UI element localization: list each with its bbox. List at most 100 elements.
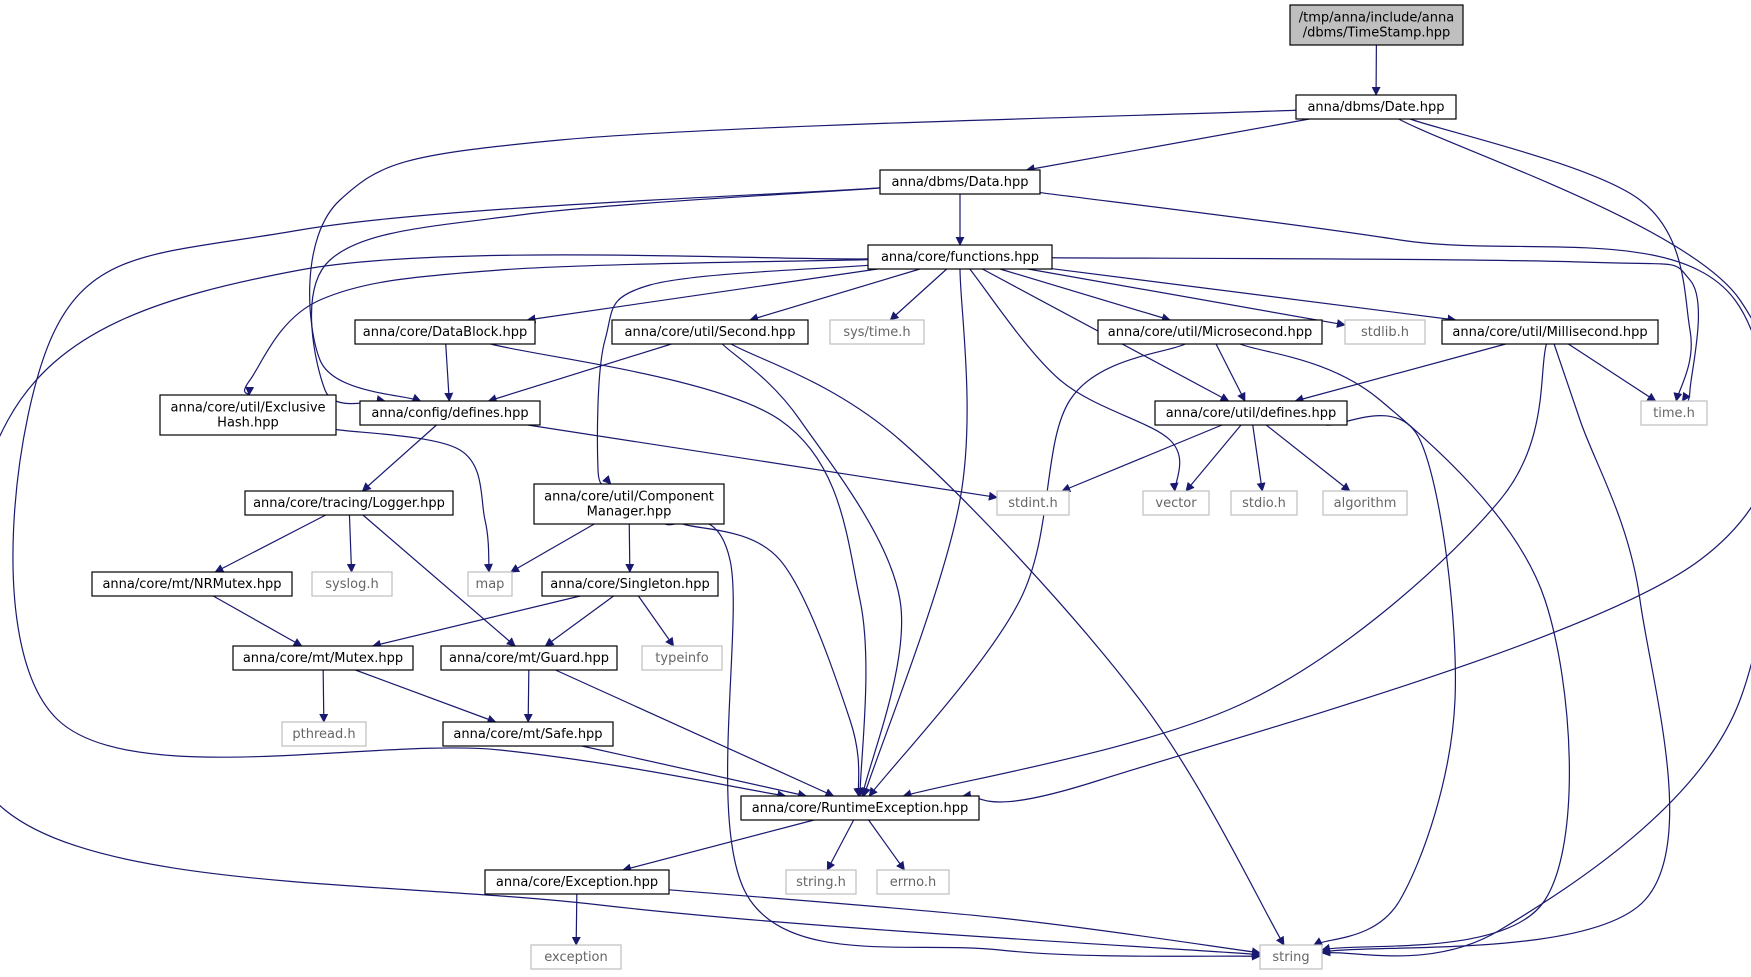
node-box bbox=[879, 169, 1041, 195]
edge-date-to-data bbox=[1025, 118, 1310, 173]
node-box bbox=[440, 645, 618, 671]
node-label: anna/dbms/Date.hpp bbox=[1307, 100, 1444, 115]
node-label: vector bbox=[1155, 496, 1197, 511]
node-box bbox=[91, 571, 293, 597]
node-box bbox=[1295, 94, 1457, 120]
node-box bbox=[311, 571, 393, 597]
edge-data-to-configdefines bbox=[310, 187, 881, 405]
edge-exclusivehash-to-map bbox=[335, 428, 493, 573]
node-label: exception bbox=[544, 950, 608, 965]
node-label: anna/core/mt/Mutex.hpp bbox=[243, 651, 403, 666]
edge-singleton-to-guard bbox=[544, 595, 614, 647]
node-box bbox=[442, 721, 614, 747]
edge-utildefines-to-algorithm bbox=[1265, 424, 1351, 492]
node-configdefines[interactable]: anna/config/defines.hpp bbox=[359, 400, 541, 426]
node-box bbox=[1230, 490, 1298, 516]
node-safe[interactable]: anna/core/mt/Safe.hpp bbox=[442, 721, 614, 747]
edge-microsecond-to-utildefines bbox=[1215, 343, 1246, 402]
node-data[interactable]: anna/dbms/Data.hpp bbox=[879, 169, 1041, 195]
edge-compmgr-to-runtimeexc bbox=[682, 523, 863, 797]
node-runtimeexc[interactable]: anna/core/RuntimeException.hpp bbox=[740, 795, 980, 821]
node-box bbox=[232, 645, 414, 671]
edge-millisecond-to-string bbox=[1321, 343, 1671, 956]
edge-logger-to-guard bbox=[362, 514, 516, 647]
node-box bbox=[996, 490, 1070, 516]
node-label: anna/core/util/Second.hpp bbox=[625, 325, 796, 340]
node-label: time.h bbox=[1653, 406, 1695, 421]
node-label: stdint.h bbox=[1008, 496, 1057, 511]
node-utildefines[interactable]: anna/core/util/defines.hpp bbox=[1154, 400, 1348, 426]
node-stringh: string.h bbox=[785, 869, 857, 895]
edge-functions-to-datablock bbox=[526, 268, 878, 324]
edge-functions-to-vector bbox=[969, 268, 1181, 492]
edge-mutex-to-safe bbox=[355, 669, 497, 724]
node-box bbox=[876, 869, 950, 895]
edge-second-to-string bbox=[730, 343, 1285, 946]
node-label: anna/core/tracing/Logger.hpp bbox=[253, 496, 445, 511]
edge-safe-to-runtimeexc bbox=[581, 745, 808, 799]
node-map: map bbox=[467, 571, 513, 597]
node-label: map bbox=[476, 577, 505, 592]
edge-guard-to-safe bbox=[523, 669, 533, 723]
edge-millisecond-to-runtimeexc bbox=[902, 343, 1548, 799]
node-microsecond[interactable]: anna/core/util/Microsecond.hpp bbox=[1097, 319, 1323, 345]
edge-datablock-to-runtimeexc bbox=[490, 343, 867, 797]
node-box bbox=[740, 795, 980, 821]
edge-utildefines-to-stdint bbox=[1061, 424, 1223, 493]
node-exception[interactable]: anna/core/Exception.hpp bbox=[484, 869, 670, 895]
node-box bbox=[159, 394, 337, 436]
node-label: anna/core/RuntimeException.hpp bbox=[752, 801, 968, 816]
node-box bbox=[829, 319, 925, 345]
edge-exception-to-string bbox=[668, 889, 1261, 957]
node-box bbox=[611, 319, 809, 345]
node-millisecond[interactable]: anna/core/util/Millisecond.hpp bbox=[1441, 319, 1659, 345]
node-label: typeinfo bbox=[655, 651, 708, 666]
edge-logger-to-nrmutex bbox=[214, 514, 327, 573]
node-label: anna/dbms/Data.hpp bbox=[891, 175, 1028, 190]
edge-compmgr-to-map bbox=[510, 523, 595, 573]
node-label: anna/core/DataBlock.hpp bbox=[363, 325, 527, 340]
node-box bbox=[1441, 319, 1659, 345]
node-second[interactable]: anna/core/util/Second.hpp bbox=[611, 319, 809, 345]
edge-runtimeexc-to-exception bbox=[622, 819, 815, 873]
node-box bbox=[484, 869, 670, 895]
edge-utildefines-to-vector bbox=[1185, 424, 1242, 492]
edge-date-to-timeh bbox=[1409, 118, 1692, 402]
node-syslog: syslog.h bbox=[311, 571, 393, 597]
node-stdint: stdint.h bbox=[996, 490, 1070, 516]
node-label: algorithm bbox=[1334, 496, 1397, 511]
edge-functions-to-microsecond bbox=[999, 268, 1171, 322]
node-guard[interactable]: anna/core/mt/Guard.hpp bbox=[440, 645, 618, 671]
edge-millisecond-to-utildefines bbox=[1294, 343, 1506, 404]
node-datablock[interactable]: anna/core/DataBlock.hpp bbox=[354, 319, 536, 345]
node-date[interactable]: anna/dbms/Date.hpp bbox=[1295, 94, 1457, 120]
node-exceptionstd: exception bbox=[530, 944, 622, 970]
edge-logger-to-syslog bbox=[346, 514, 356, 573]
node-singleton[interactable]: anna/core/Singleton.hpp bbox=[541, 571, 719, 597]
node-box bbox=[359, 400, 541, 426]
edge-runtimeexc-to-stringh bbox=[826, 819, 855, 871]
edge-functions-to-stdlib bbox=[1027, 268, 1346, 328]
node-mutex[interactable]: anna/core/mt/Mutex.hpp bbox=[232, 645, 414, 671]
node-algorithm: algorithm bbox=[1322, 490, 1408, 516]
edge-functions-to-millisecond bbox=[1051, 268, 1457, 324]
node-label: anna/core/util/defines.hpp bbox=[1166, 406, 1337, 421]
edge-singleton-to-typeinfo bbox=[637, 595, 675, 647]
node-label: stdlib.h bbox=[1361, 325, 1409, 340]
edge-nrmutex-to-mutex bbox=[212, 595, 303, 647]
edge-second-to-runtimeexc bbox=[721, 343, 903, 797]
node-label: anna/core/util/Exclusive bbox=[170, 401, 325, 416]
edge-runtimeexc-to-errno bbox=[868, 819, 905, 871]
node-box bbox=[1640, 400, 1708, 426]
node-nrmutex[interactable]: anna/core/mt/NRMutex.hpp bbox=[91, 571, 293, 597]
nodes-layer: /tmp/anna/include/anna/dbms/TimeStamp.hp… bbox=[91, 4, 1708, 970]
node-string: string bbox=[1259, 944, 1323, 970]
edge-functions-to-string bbox=[0, 254, 1261, 959]
node-root[interactable]: /tmp/anna/include/anna/dbms/TimeStamp.hp… bbox=[1289, 4, 1464, 46]
edge-data-to-string bbox=[1039, 191, 1751, 957]
node-logger[interactable]: anna/core/tracing/Logger.hpp bbox=[244, 490, 454, 516]
node-functions[interactable]: anna/core/functions.hpp bbox=[867, 244, 1053, 270]
node-box bbox=[533, 483, 725, 525]
